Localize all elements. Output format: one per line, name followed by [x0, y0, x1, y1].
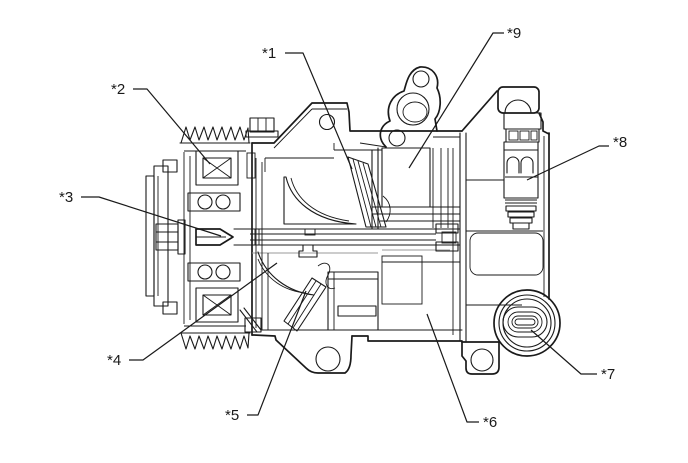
callout-labels: *1 *2 *3 *4 *5 *6 *7 *8 *9	[59, 25, 627, 431]
leader-7	[530, 329, 597, 375]
leader-8	[526, 145, 609, 181]
mounting-ear	[379, 66, 441, 148]
callout-label-7: *7	[601, 366, 615, 383]
callout-label-8: *8	[613, 134, 627, 151]
callout-label-9: *9	[507, 25, 521, 42]
callout-label-4: *4	[107, 352, 121, 369]
piston	[327, 271, 379, 331]
compressor-body-outline	[245, 90, 550, 375]
callout-label-6: *6	[483, 414, 497, 431]
port-boss	[493, 289, 561, 357]
leader-9	[408, 32, 504, 169]
rear-housing-interior	[452, 132, 545, 342]
clutch-hub-assembly	[145, 159, 186, 315]
leader-6	[426, 313, 479, 423]
pulley-assembly	[179, 126, 262, 350]
callout-label-2: *2	[111, 81, 125, 98]
swash-plate	[283, 156, 387, 332]
leader-2	[133, 88, 211, 165]
leader-5	[247, 290, 307, 416]
callout-leaders	[81, 32, 609, 423]
control-valve	[503, 128, 540, 230]
callout-label-1: *1	[262, 45, 276, 62]
leader-4	[129, 262, 278, 361]
drive-shaft	[195, 223, 461, 258]
leader-1	[285, 52, 353, 170]
rotor-lug-plate	[257, 176, 357, 296]
callout-label-3: *3	[59, 189, 73, 206]
callout-label-5: *5	[225, 407, 239, 424]
leader-3	[81, 196, 222, 237]
rear-bracket	[497, 86, 542, 130]
cylinder-block-interior	[252, 143, 463, 331]
